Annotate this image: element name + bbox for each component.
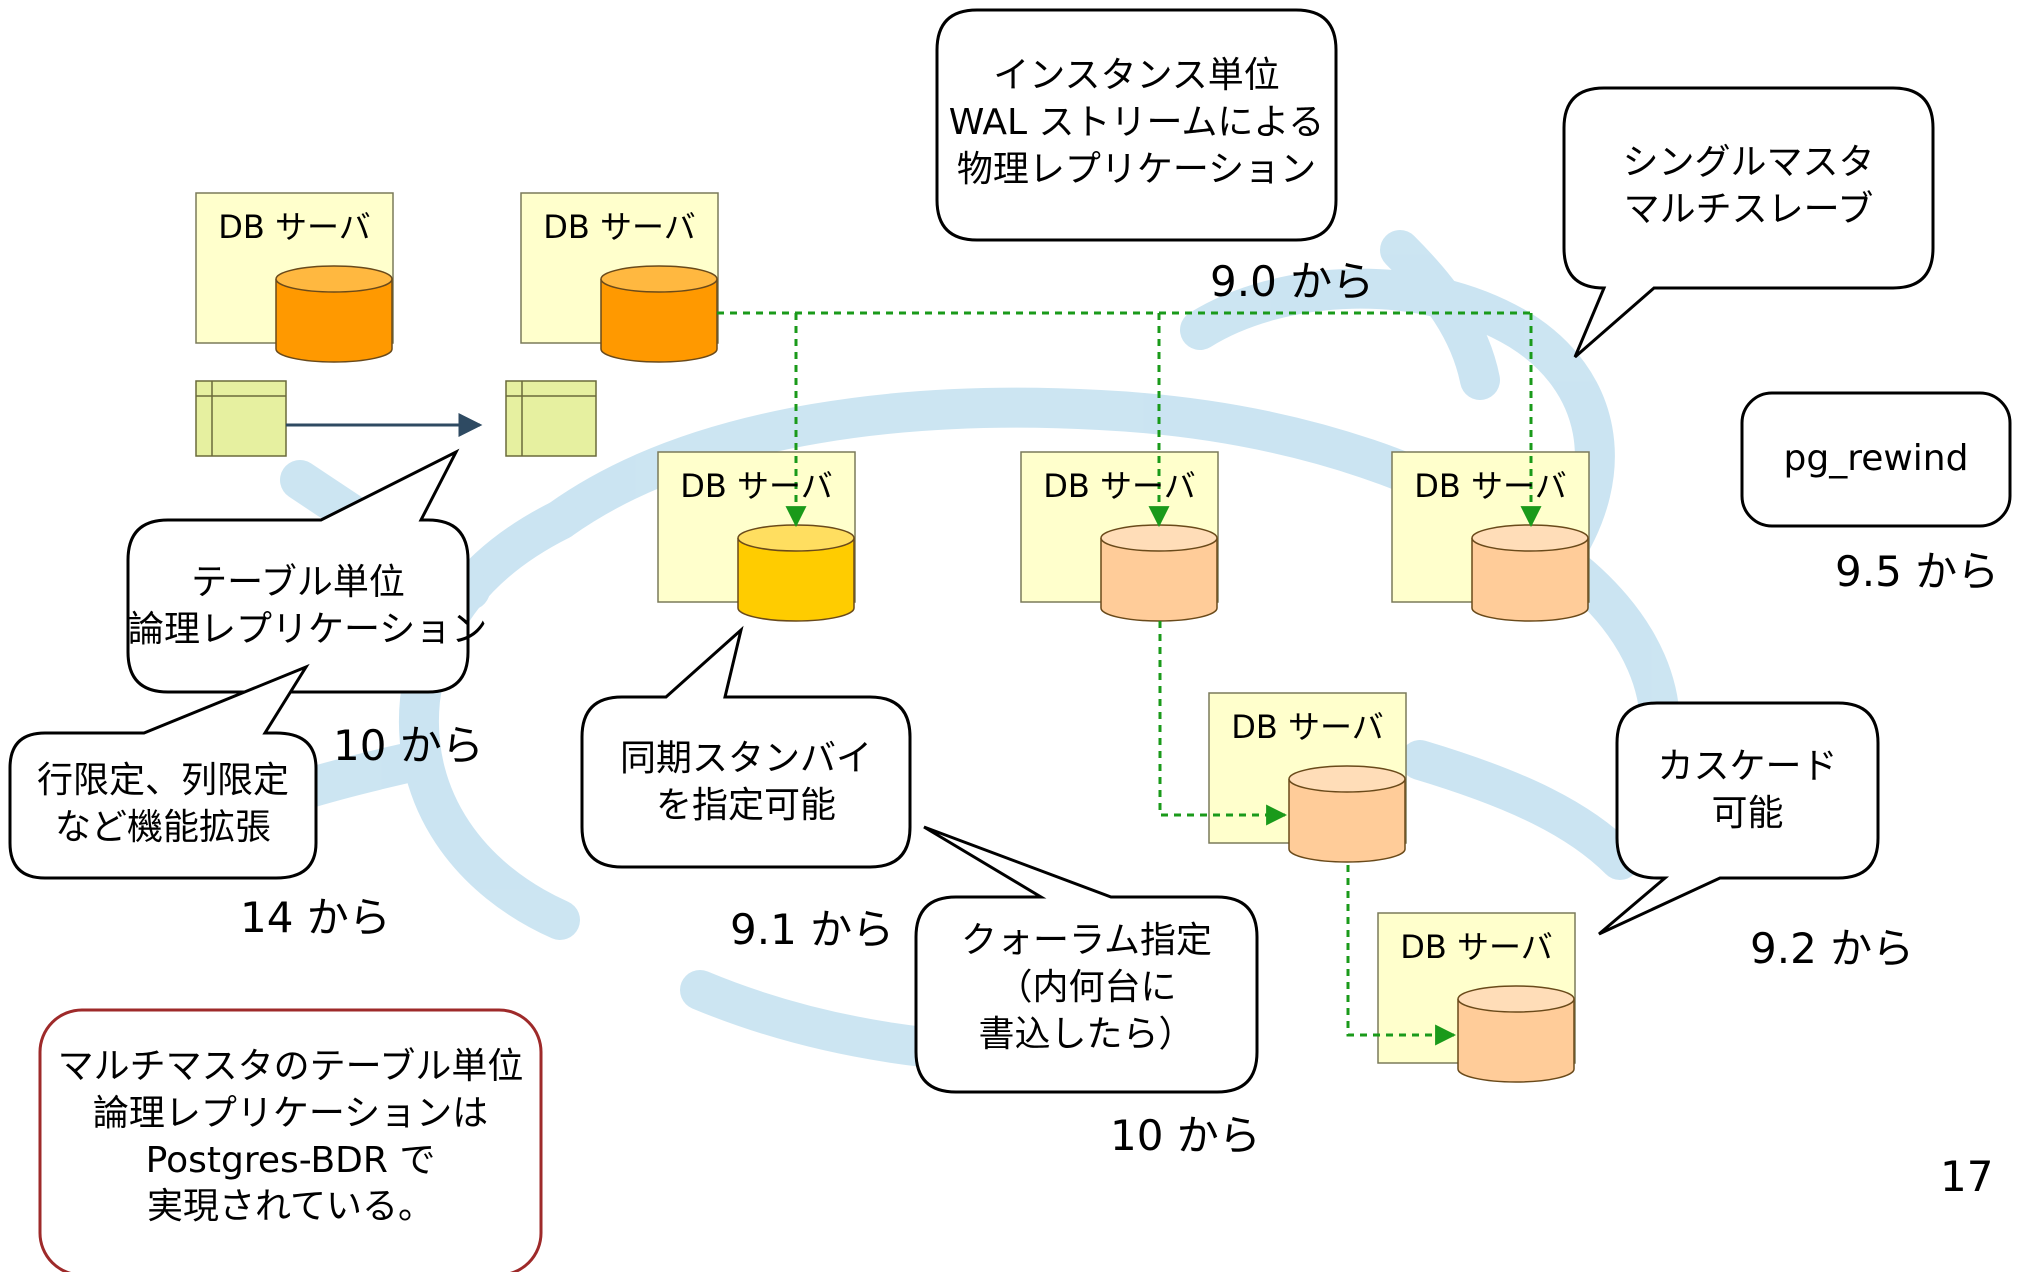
callout-quorum bbox=[914, 825, 1259, 1094]
version-row-col: 14 から bbox=[240, 893, 391, 942]
version-quorum: 10 から bbox=[1110, 1111, 1261, 1160]
callout-row-col-text: 行限定、列限定 など機能拡張 bbox=[36, 760, 289, 848]
version-physical: 9.0 から bbox=[1210, 257, 1375, 306]
version-cascade: 9.2 から bbox=[1750, 924, 1915, 973]
callout-quorum-text: クォーラム指定 （内何台に 書込したら） bbox=[961, 920, 1212, 1055]
server-label: DB サーバ bbox=[1414, 467, 1567, 505]
callout-row-col bbox=[8, 663, 318, 880]
database-icon bbox=[1288, 765, 1406, 863]
server-label: DB サーバ bbox=[680, 467, 833, 505]
callout-sync-standby-text: 同期スタンバイ を指定可能 bbox=[619, 738, 872, 826]
server-label: DB サーバ bbox=[1231, 708, 1384, 746]
database-icon bbox=[1457, 985, 1575, 1083]
callout-bdr bbox=[38, 1008, 543, 1272]
callout-single-master-text: シングルマスタ マルチスレーブ bbox=[1622, 142, 1875, 230]
server-label: DB サーバ bbox=[1043, 467, 1196, 505]
callout-sync-standby bbox=[580, 625, 912, 869]
callout-physical-text: インスタンス単位 WAL ストリームによる 物理レプリケーション bbox=[948, 55, 1325, 190]
callout-cascade bbox=[1598, 701, 1880, 936]
database-icon bbox=[1100, 524, 1218, 622]
callout-single-master bbox=[1562, 86, 1935, 359]
callout-bdr-text: マルチマスタのテーブル単位 論理レプリケーションは Postgres-BDR で… bbox=[57, 1046, 524, 1228]
database-icon bbox=[600, 265, 718, 363]
version-logical: 10 から bbox=[333, 721, 484, 770]
callout-pg-rewind bbox=[1740, 391, 2012, 528]
server-label: DB サーバ bbox=[1400, 928, 1553, 966]
server-label: DB サーバ bbox=[543, 208, 696, 246]
version-pg-rewind: 9.5 から bbox=[1835, 547, 2000, 596]
callout-cascade-text: カスケード 可能 bbox=[1657, 746, 1838, 834]
table-icon bbox=[505, 380, 597, 457]
callout-pg-rewind-text: pg_rewind bbox=[1783, 438, 1969, 479]
callout-physical bbox=[935, 8, 1338, 242]
server-label: DB サーバ bbox=[218, 208, 371, 246]
version-sync-standby: 9.1 から bbox=[730, 905, 895, 954]
callout-logical-text: テーブル単位 論理レプリケーション bbox=[128, 562, 488, 650]
callout-logical bbox=[126, 448, 470, 694]
physical-replication-lines bbox=[717, 311, 1542, 1046]
database-icon bbox=[737, 524, 855, 622]
database-icon bbox=[275, 265, 393, 363]
table-icon bbox=[195, 380, 287, 457]
page-number: 17 bbox=[1940, 1152, 1994, 1201]
database-icon bbox=[1471, 524, 1589, 622]
